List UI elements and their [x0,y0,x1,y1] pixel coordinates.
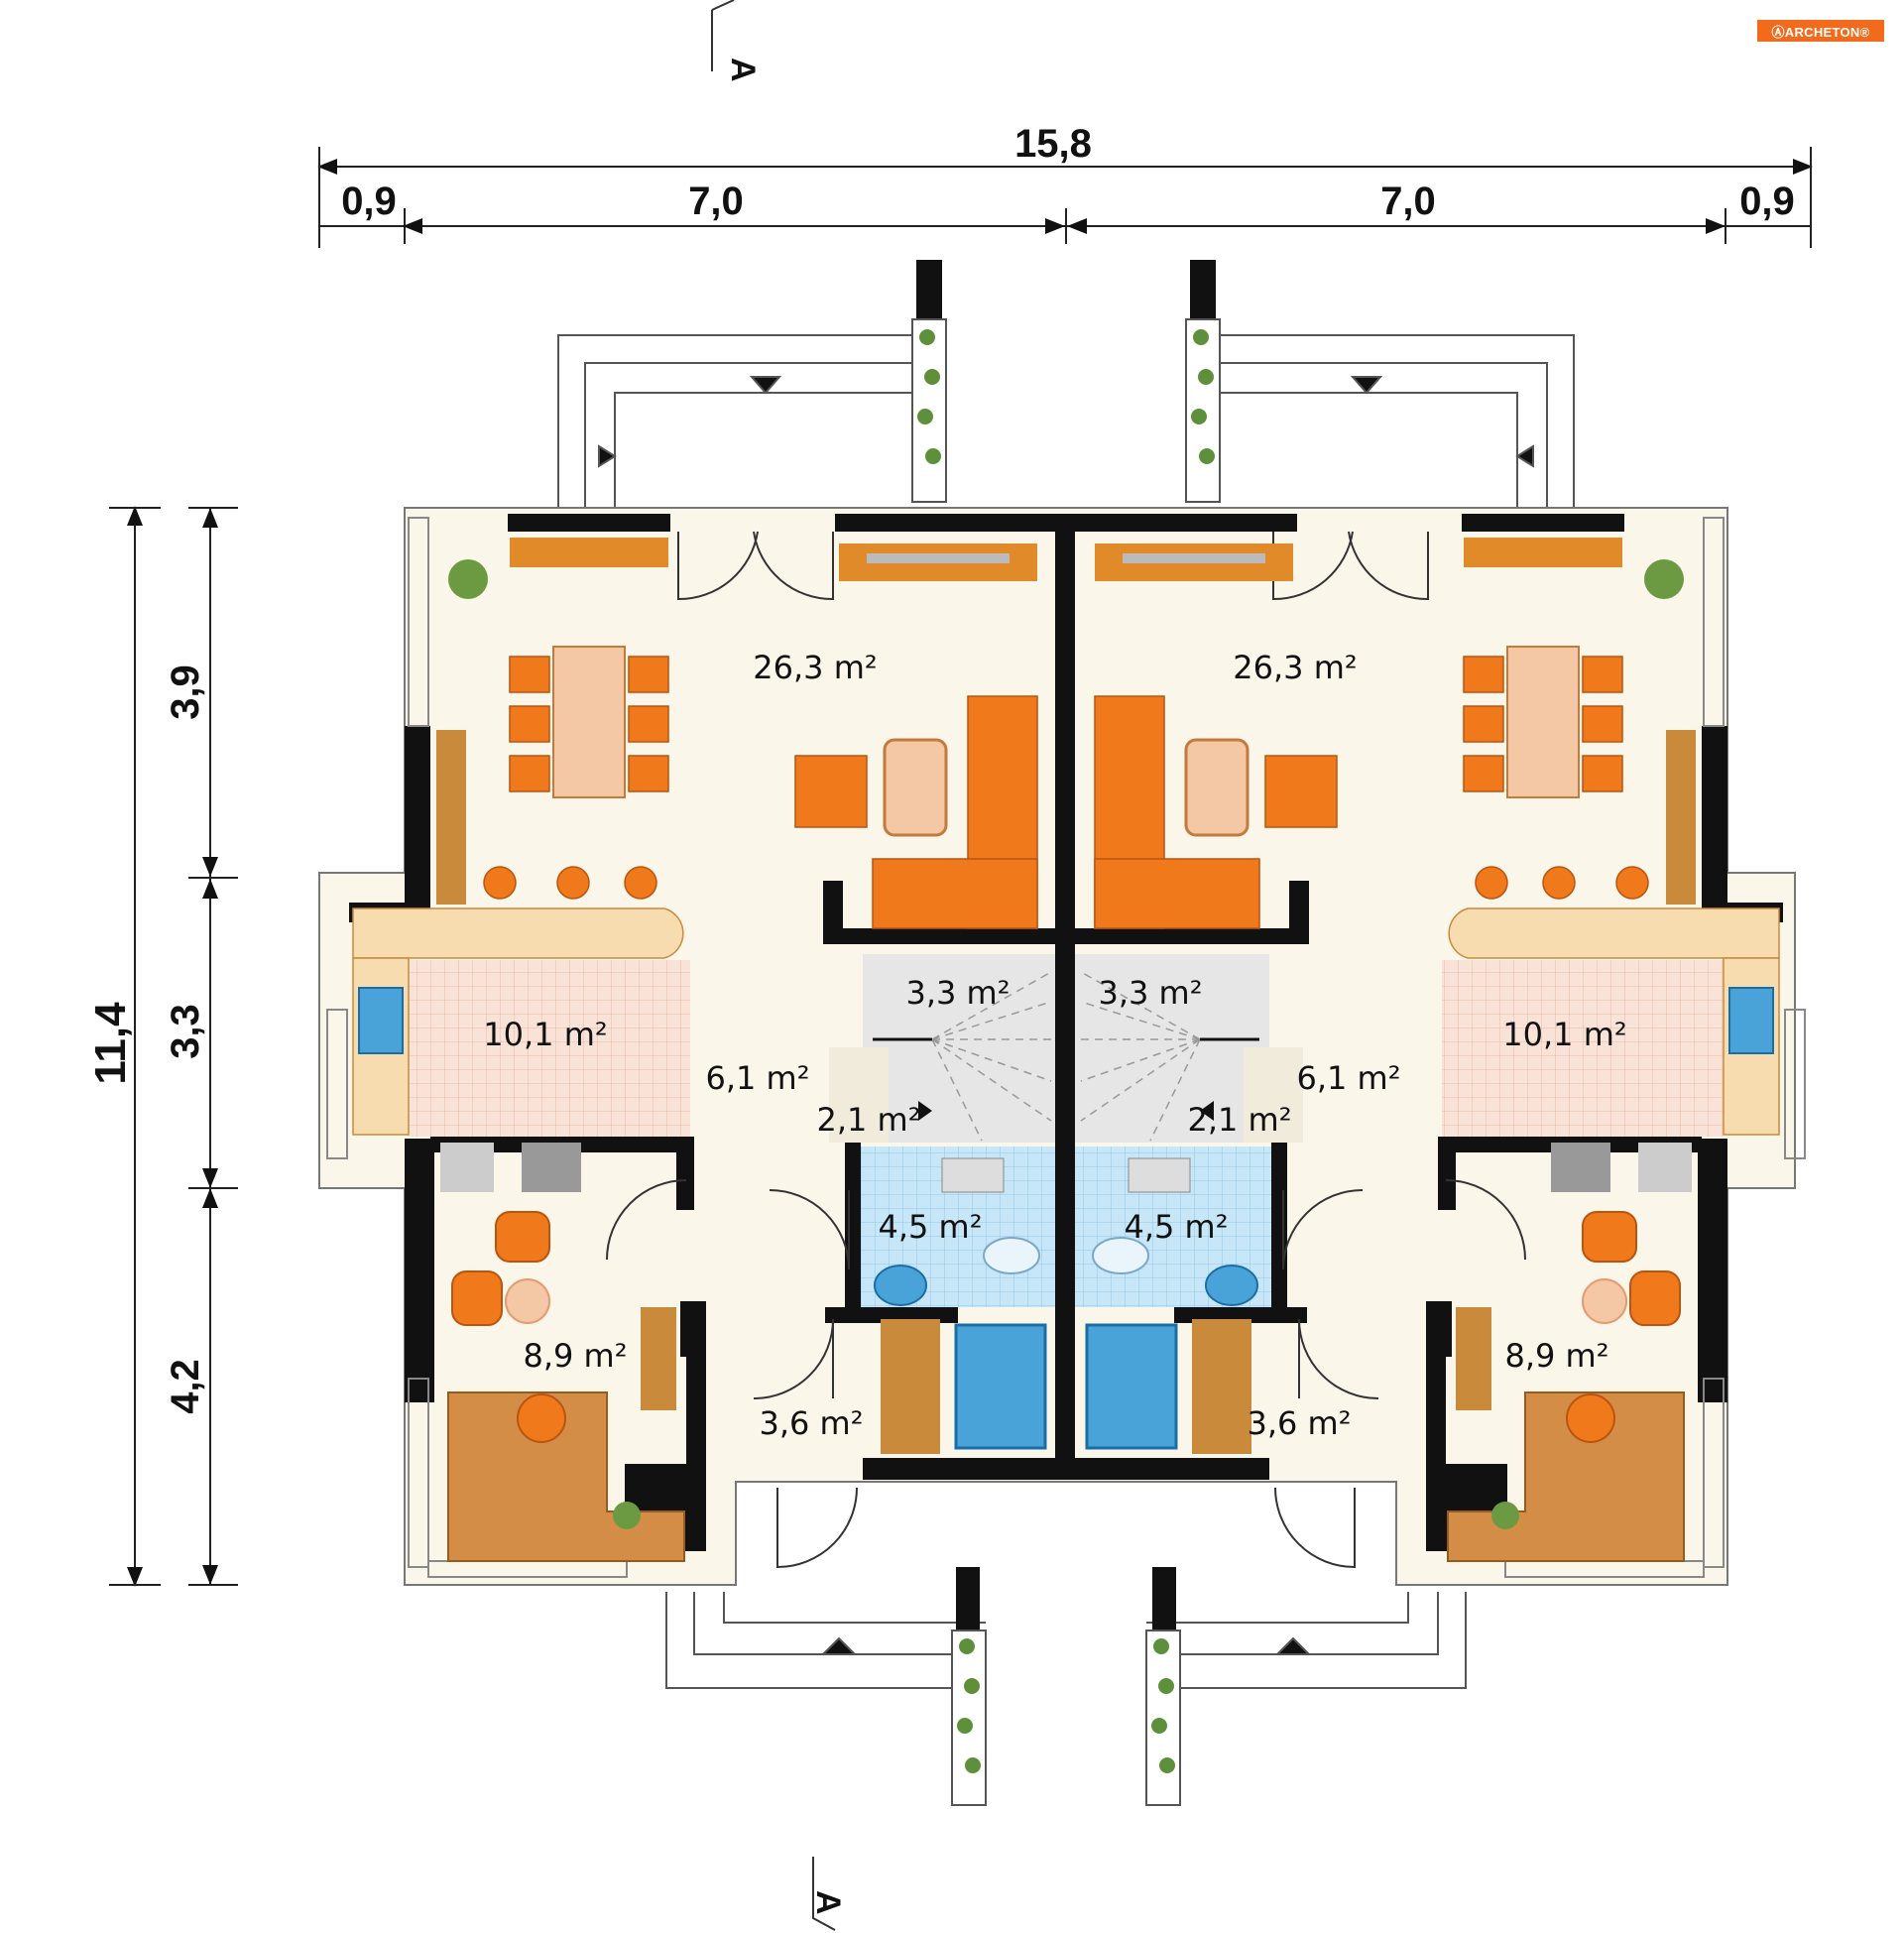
area-kitchen-left: 10,1 m² [483,1016,607,1053]
section-marker-top: A [711,0,762,82]
planter-top-left [911,260,947,503]
area-office-left: 8,9 m² [523,1337,627,1375]
area-living-left: 26,3 m² [753,649,877,686]
dim-right-unit: 7,0 [1380,180,1436,223]
area-stairs-left: 3,3 m² [905,974,1010,1012]
dimension-horizontal [317,147,1813,248]
terrace-left [557,334,932,508]
area-stairs-right: 3,3 m² [1098,974,1202,1012]
dim-left-unit: 7,0 [688,180,744,223]
dim-depth-front: 3,9 [164,664,207,720]
dim-overall-depth: 11,4 [86,1002,135,1085]
area-entry-right: 3,6 m² [1247,1404,1351,1442]
dim-overall-width: 15,8 [1014,122,1092,166]
entrance-left [665,1592,986,1689]
kitchen-floor-left [409,960,690,1137]
dim-left-offset: 0,9 [341,180,397,223]
section-marker-bottom: A [809,1857,847,1931]
area-entry-left: 3,6 m² [759,1404,863,1442]
dim-depth-back: 4,2 [164,1359,207,1414]
room-labels: 26,3 m² 26,3 m² 10,1 m² 10,1 m² 3,3 m² 3… [483,649,1626,1442]
dim-depth-middle: 3,3 [164,1004,207,1059]
dim-right-offset: 0,9 [1739,180,1795,223]
area-hall-left: 6,1 m² [705,1059,809,1097]
area-office-right: 8,9 m² [1504,1337,1608,1375]
stairs-left [829,954,1061,1143]
walls [349,514,1783,1551]
area-hall-right: 6,1 m² [1296,1059,1400,1097]
section-label-top: A [724,58,762,82]
stairs-right [1071,954,1303,1143]
furniture-right [1085,538,1780,1562]
area-living-right: 26,3 m² [1233,649,1357,686]
archeton-logo: ⒶARCHETON® [1757,20,1884,42]
furniture-left [352,538,1047,1562]
terrace-right [1200,334,1575,508]
planter-bottom-right [1145,1567,1181,1806]
area-bath-left: 4,5 m² [878,1208,982,1246]
kitchen-floor-right [1442,960,1724,1137]
area-landing-left: 2,1 m² [816,1101,920,1139]
doors [606,531,1526,1569]
area-kitchen-right: 10,1 m² [1502,1016,1626,1053]
planter-bottom-left [951,1567,987,1806]
entrance-right [1146,1592,1467,1689]
planter-top-right [1185,260,1221,503]
area-landing-right: 2,1 m² [1187,1101,1291,1139]
area-bath-right: 4,5 m² [1124,1208,1228,1246]
windows [326,517,1806,1578]
section-label-bottom: A [809,1890,847,1915]
dimension-vertical [109,506,238,1587]
